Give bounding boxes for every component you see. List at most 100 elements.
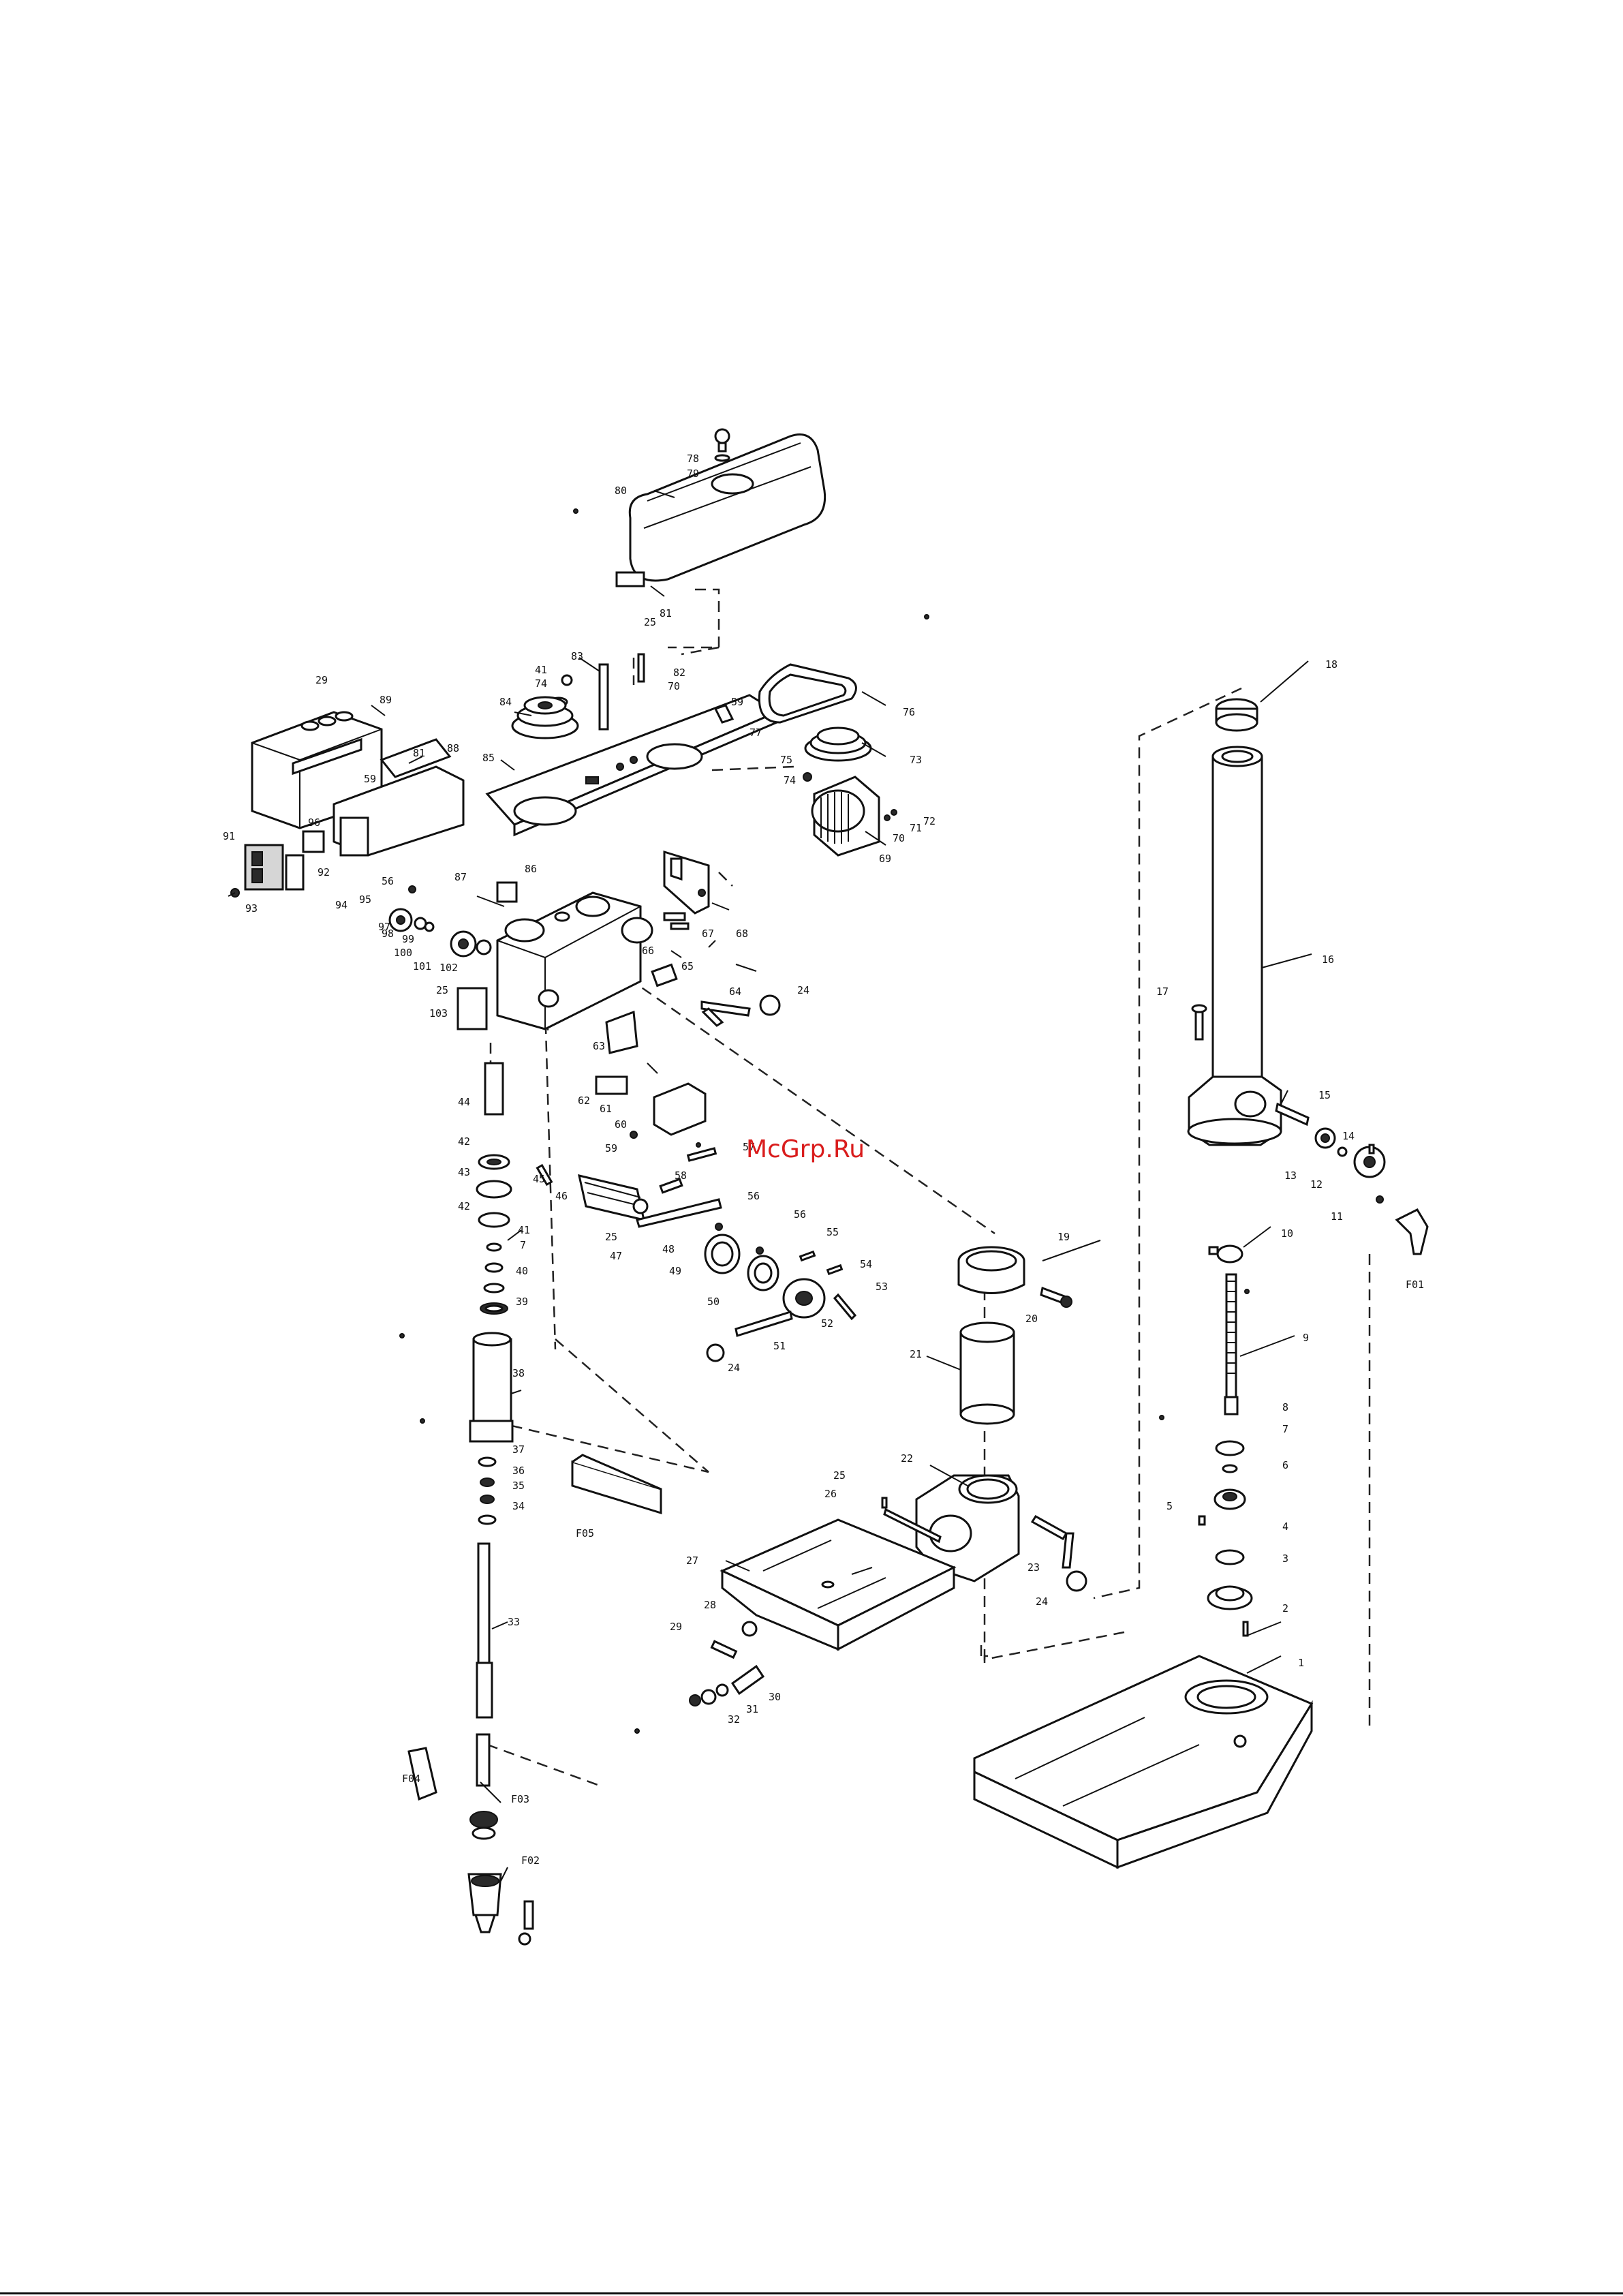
callout-50: 50 xyxy=(707,1296,720,1308)
pulley-cover-group xyxy=(615,428,826,587)
callout-78: 78 xyxy=(687,453,699,465)
callout-f02: F02 xyxy=(521,1854,540,1867)
callout-26: 26 xyxy=(824,1488,837,1500)
callout-42: 42 xyxy=(458,1135,470,1148)
callout-80: 80 xyxy=(615,485,627,497)
callout-25b: 25 xyxy=(436,984,448,996)
base-group xyxy=(973,1655,1314,1869)
work-table-group xyxy=(720,1518,957,1651)
callout-49: 49 xyxy=(669,1265,681,1277)
callout-12: 12 xyxy=(1310,1178,1323,1191)
callout-70b: 70 xyxy=(893,832,905,844)
callout-24: 24 xyxy=(797,984,809,996)
callout-32: 32 xyxy=(728,1713,740,1726)
motor-bracket-group xyxy=(663,850,710,915)
head-knob-group xyxy=(388,885,492,1030)
callout-43: 43 xyxy=(458,1166,470,1178)
misc-dots xyxy=(399,508,1250,1734)
callout-103: 103 xyxy=(429,1007,448,1020)
column-rack-group xyxy=(1198,1273,1253,1637)
callout-29b: 29 xyxy=(670,1621,682,1633)
tools-group xyxy=(407,1454,662,1801)
callout-24c: 24 xyxy=(1036,1595,1048,1608)
callout-25: 25 xyxy=(644,616,656,628)
callout-63: 63 xyxy=(593,1040,605,1052)
callout-64: 64 xyxy=(729,985,741,998)
callout-59: 59 xyxy=(731,696,743,708)
callout-25c: 25 xyxy=(605,1231,617,1243)
callout-91: 91 xyxy=(223,830,235,842)
callout-52: 52 xyxy=(821,1317,833,1330)
callout-70: 70 xyxy=(668,680,680,692)
callout-labels: 78 79 80 81 25 82 70 83 41 74 84 85 59 7… xyxy=(223,453,1424,1867)
callout-45: 45 xyxy=(533,1173,545,1185)
callout-77: 77 xyxy=(749,726,762,739)
leader-lines xyxy=(371,490,1312,1882)
callout-7b: 7 xyxy=(1282,1423,1288,1435)
callout-3: 3 xyxy=(1282,1552,1288,1565)
callout-10: 10 xyxy=(1281,1227,1293,1240)
callout-81: 81 xyxy=(660,607,672,619)
callout-75: 75 xyxy=(780,754,792,766)
callout-71: 71 xyxy=(910,822,922,834)
callout-20: 20 xyxy=(1025,1313,1038,1325)
callout-21: 21 xyxy=(910,1348,922,1360)
callout-6: 6 xyxy=(1282,1459,1288,1471)
callout-98: 98 xyxy=(382,928,394,940)
callout-73: 73 xyxy=(910,754,922,766)
callout-87: 87 xyxy=(454,871,467,883)
callout-88: 88 xyxy=(447,742,459,754)
callout-62: 62 xyxy=(578,1095,590,1107)
callout-17: 17 xyxy=(1156,985,1169,998)
callout-1: 1 xyxy=(1298,1657,1304,1669)
callout-30: 30 xyxy=(769,1691,781,1703)
callout-69: 69 xyxy=(879,853,891,865)
callout-93: 93 xyxy=(245,902,258,915)
v-belt-group xyxy=(758,663,857,724)
callout-61: 61 xyxy=(600,1103,612,1115)
callout-40: 40 xyxy=(516,1265,528,1277)
callout-74b: 74 xyxy=(784,774,796,786)
head-casting-group xyxy=(496,881,653,1030)
callout-41: 41 xyxy=(535,664,547,676)
callout-18: 18 xyxy=(1325,658,1338,671)
callout-96: 96 xyxy=(308,816,320,829)
callout-f05: F05 xyxy=(576,1527,594,1540)
callout-74: 74 xyxy=(535,677,547,690)
callout-65: 65 xyxy=(681,960,694,973)
callout-35: 35 xyxy=(512,1480,525,1492)
callout-58: 58 xyxy=(675,1169,687,1182)
crank-group xyxy=(1208,1102,1429,1264)
callout-41b: 41 xyxy=(518,1224,530,1236)
callout-82: 82 xyxy=(673,667,685,679)
callout-92: 92 xyxy=(318,866,330,878)
callout-24b: 24 xyxy=(728,1362,740,1374)
callout-53: 53 xyxy=(876,1281,888,1293)
watermark: McGrp.Ru xyxy=(746,1135,865,1163)
callout-9: 9 xyxy=(1303,1332,1309,1344)
callout-33: 33 xyxy=(508,1616,520,1628)
callout-100: 100 xyxy=(394,947,412,959)
callout-7: 7 xyxy=(520,1239,526,1251)
callout-56b: 56 xyxy=(747,1190,760,1202)
column-group xyxy=(1187,698,1282,1146)
pulley-base-group xyxy=(485,694,779,837)
callout-66: 66 xyxy=(642,945,654,957)
callout-16: 16 xyxy=(1322,953,1334,966)
callout-95: 95 xyxy=(359,893,371,906)
guard-group xyxy=(228,711,465,898)
callout-f01: F01 xyxy=(1406,1279,1424,1291)
callout-94: 94 xyxy=(335,899,347,911)
switch-parts-group xyxy=(595,1010,707,1139)
callout-81b: 81 xyxy=(413,747,425,759)
callout-39: 39 xyxy=(516,1296,528,1308)
feed-hub-group xyxy=(704,1223,857,1362)
callout-28: 28 xyxy=(704,1599,716,1611)
callout-f03: F03 xyxy=(511,1793,529,1805)
callout-55: 55 xyxy=(826,1226,839,1238)
motor-group xyxy=(811,776,897,857)
callout-27: 27 xyxy=(686,1555,698,1567)
callout-34: 34 xyxy=(512,1500,525,1512)
callout-72: 72 xyxy=(923,815,936,827)
